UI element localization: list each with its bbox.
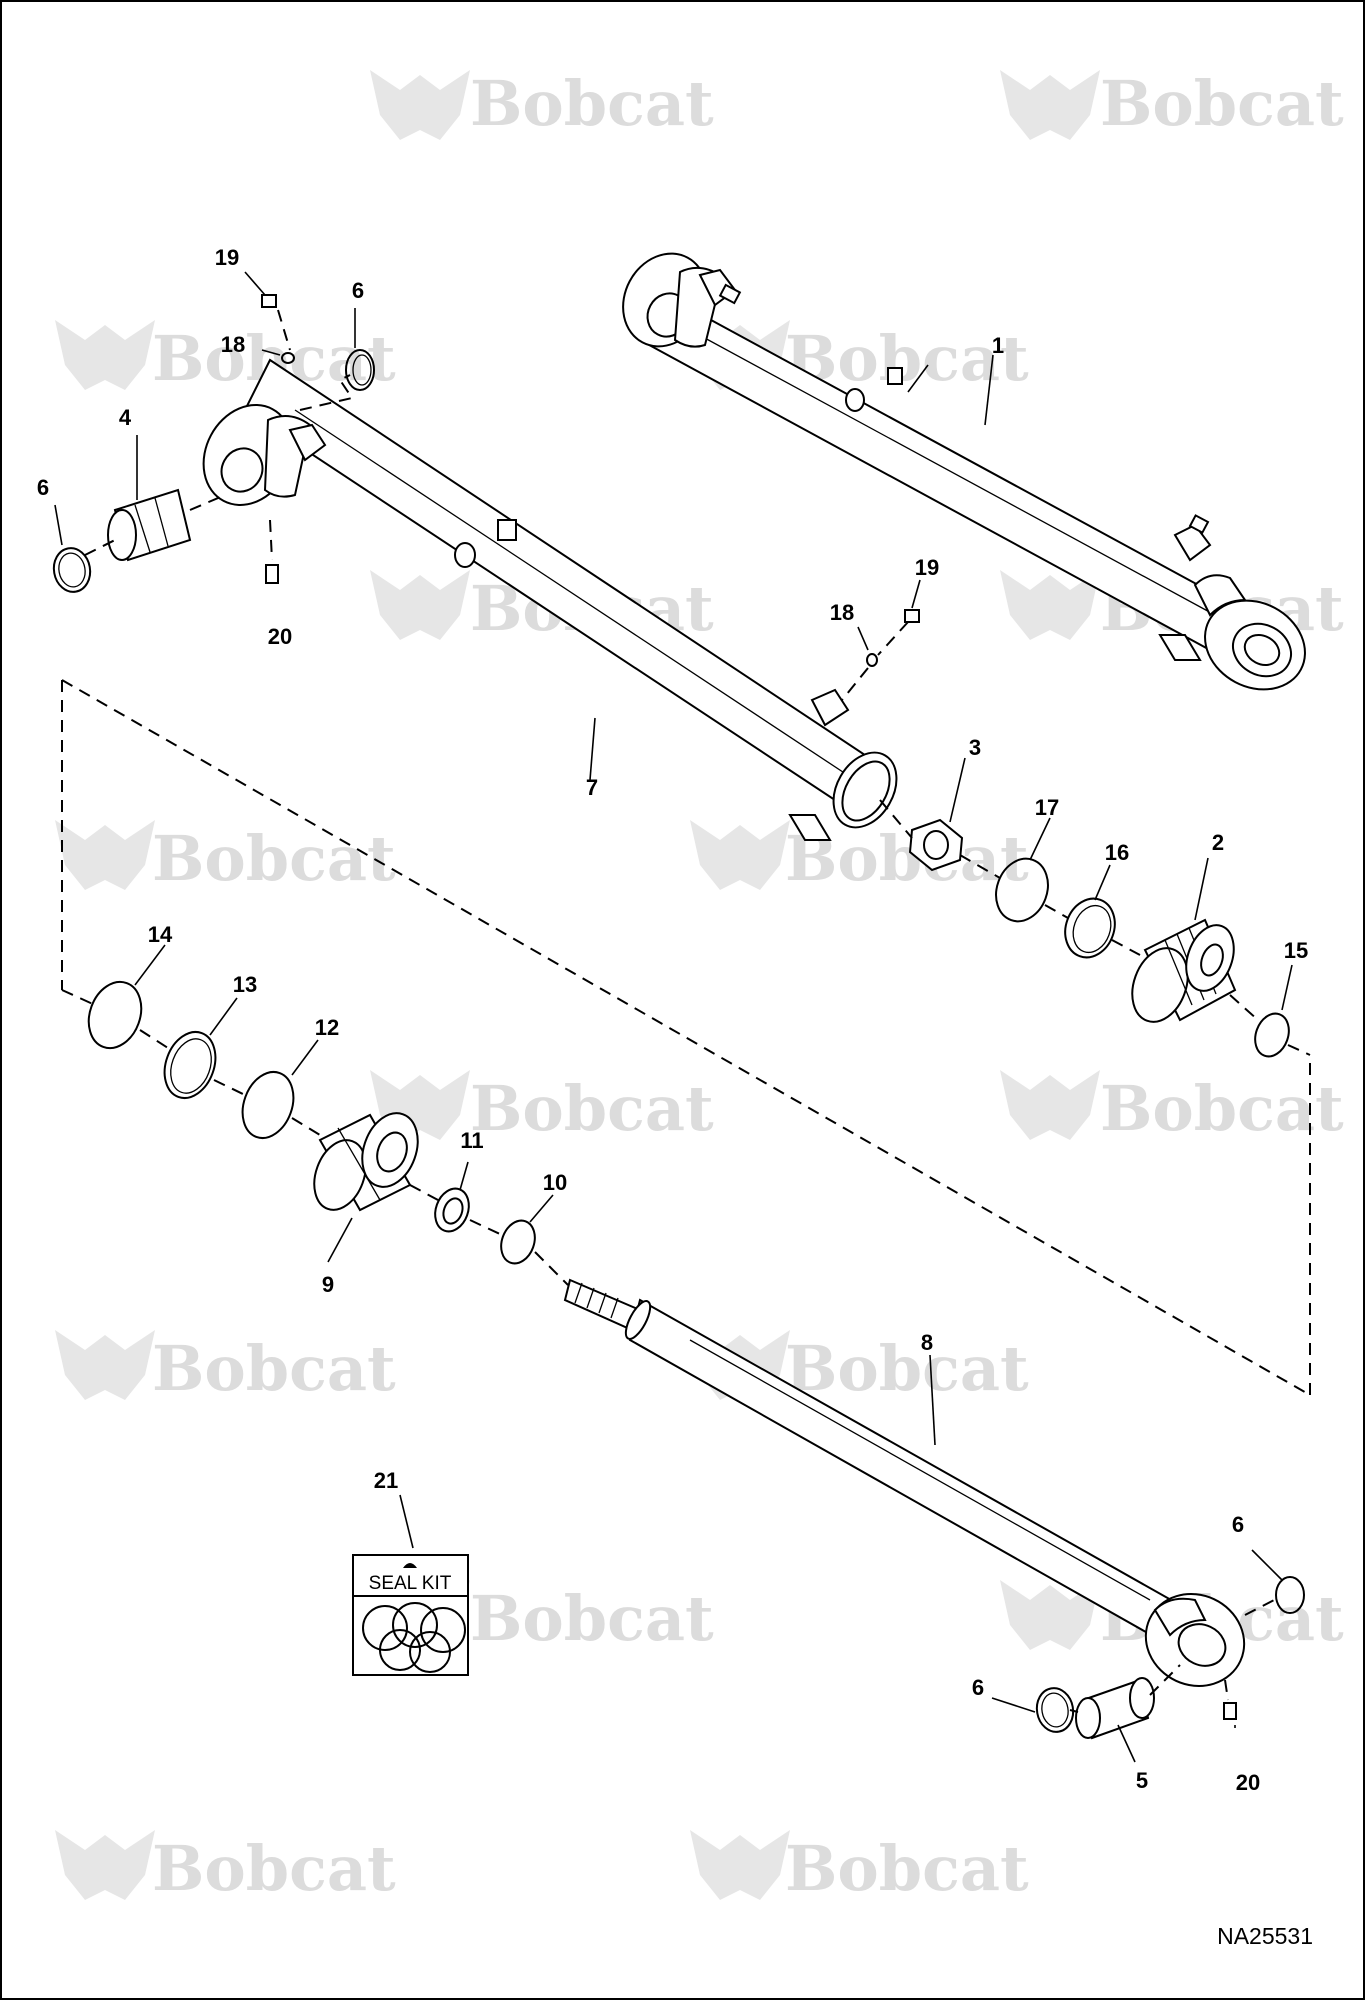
callout-14: 14: [148, 922, 173, 947]
watermark-logo: [370, 570, 470, 640]
part-6-ring-left: [52, 547, 92, 593]
watermark-logo: [1000, 1580, 1100, 1650]
part-19-cap-mid: [904, 609, 920, 623]
watermark-logo: [1000, 70, 1100, 140]
part-15-ring: [1254, 1012, 1290, 1058]
leader-lines: [54, 271, 1293, 1763]
callout-19-top: 19: [215, 245, 239, 270]
callout-6-right: 6: [1232, 1512, 1244, 1537]
part-18-oring-top: [281, 352, 295, 364]
callout-15: 15: [1284, 938, 1308, 963]
watermark-text: Bobcat: [470, 67, 714, 140]
callout-9: 9: [322, 1272, 334, 1297]
callout-18-top: 18: [221, 332, 245, 357]
part-21-seal-kit: SEAL KIT: [352, 1554, 469, 1676]
part-7-barrel: [202, 358, 898, 841]
part-9-gland: [313, 1112, 419, 1212]
callout-17: 17: [1035, 795, 1059, 820]
callout-1: 1: [992, 333, 1004, 358]
part-16-ring: [1064, 897, 1116, 959]
watermark-text: Bobcat: [152, 1832, 396, 1905]
callout-7: 7: [586, 775, 598, 800]
part-19-cap-top: [261, 294, 277, 308]
part-1-cylinder-assembly: [622, 252, 1306, 691]
part-6-ring-right: [1275, 1576, 1305, 1614]
callout-11: 11: [460, 1128, 483, 1153]
callout-5: 5: [1136, 1768, 1148, 1793]
part-3-nut: [908, 818, 964, 872]
part-2-piston: [1131, 918, 1237, 1023]
part-20-grease-top: [265, 564, 279, 584]
callout-20-bottom: 20: [1236, 1770, 1260, 1795]
callout-4: 4: [119, 405, 132, 430]
hang-tab-icon: [403, 1563, 417, 1568]
callout-13: 13: [233, 972, 257, 997]
part-12-ring: [241, 1071, 295, 1139]
watermark-logo: [370, 70, 470, 140]
part-20-grease-bottom: [1223, 1702, 1237, 1720]
assembly-lines: [61, 309, 1311, 1713]
watermark-text: Bobcat: [1100, 1072, 1344, 1145]
callout-2: 2: [1212, 830, 1224, 855]
callout-18-mid: 18: [830, 600, 854, 625]
part-6-ring-bottom: [1035, 1687, 1075, 1733]
seal-kit-label: SEAL KIT: [369, 1573, 452, 1594]
part-5-bushing: [1075, 1677, 1155, 1740]
callout-12: 12: [315, 1015, 339, 1040]
part-8-rod: [563, 1278, 1246, 1687]
watermark-logo: [55, 1330, 155, 1400]
callout-21: 21: [374, 1468, 398, 1493]
watermark-text: Bobcat: [470, 1072, 714, 1145]
watermark-logo: [690, 820, 790, 890]
callouts: 1 2 3 4 5 6 6 6 6 7 8 9 10 11 12 13 14 1…: [37, 245, 1308, 1795]
watermark-text: Bobcat: [152, 1332, 396, 1405]
watermark-logo: [55, 820, 155, 890]
part-17-ring: [995, 857, 1049, 923]
watermark-text: Bobcat: [152, 822, 396, 895]
watermark-logo: [1000, 570, 1100, 640]
drawing-id: NA25531: [1217, 1923, 1313, 1949]
part-13-ring: [163, 1031, 217, 1099]
callout-6-top: 6: [352, 278, 364, 303]
watermark-text: Bobcat: [785, 1832, 1029, 1905]
watermark-logo: [55, 1830, 155, 1900]
callout-10: 10: [543, 1170, 567, 1195]
watermark-text: Bobcat: [1100, 67, 1344, 140]
callout-16: 16: [1105, 840, 1129, 865]
part-14-ring: [87, 980, 143, 1050]
callout-20-top: 20: [268, 624, 292, 649]
callout-8: 8: [921, 1330, 933, 1355]
callout-19-mid: 19: [915, 555, 939, 580]
part-4-bushing: [107, 488, 192, 562]
watermark-logo: [690, 1830, 790, 1900]
watermark-logo: [1000, 1070, 1100, 1140]
watermark-text: Bobcat: [785, 1332, 1029, 1405]
part-10-seal: [500, 1219, 536, 1265]
part-18-oring-mid: [866, 653, 878, 667]
part-11-wiper: [434, 1187, 470, 1233]
watermark-text: Bobcat: [470, 1582, 714, 1655]
part-6-ring-top: [345, 349, 375, 391]
callout-3: 3: [969, 735, 981, 760]
watermark-logo: [55, 320, 155, 390]
callout-6-left: 6: [37, 475, 49, 500]
callout-6-bottom: 6: [972, 1675, 984, 1700]
